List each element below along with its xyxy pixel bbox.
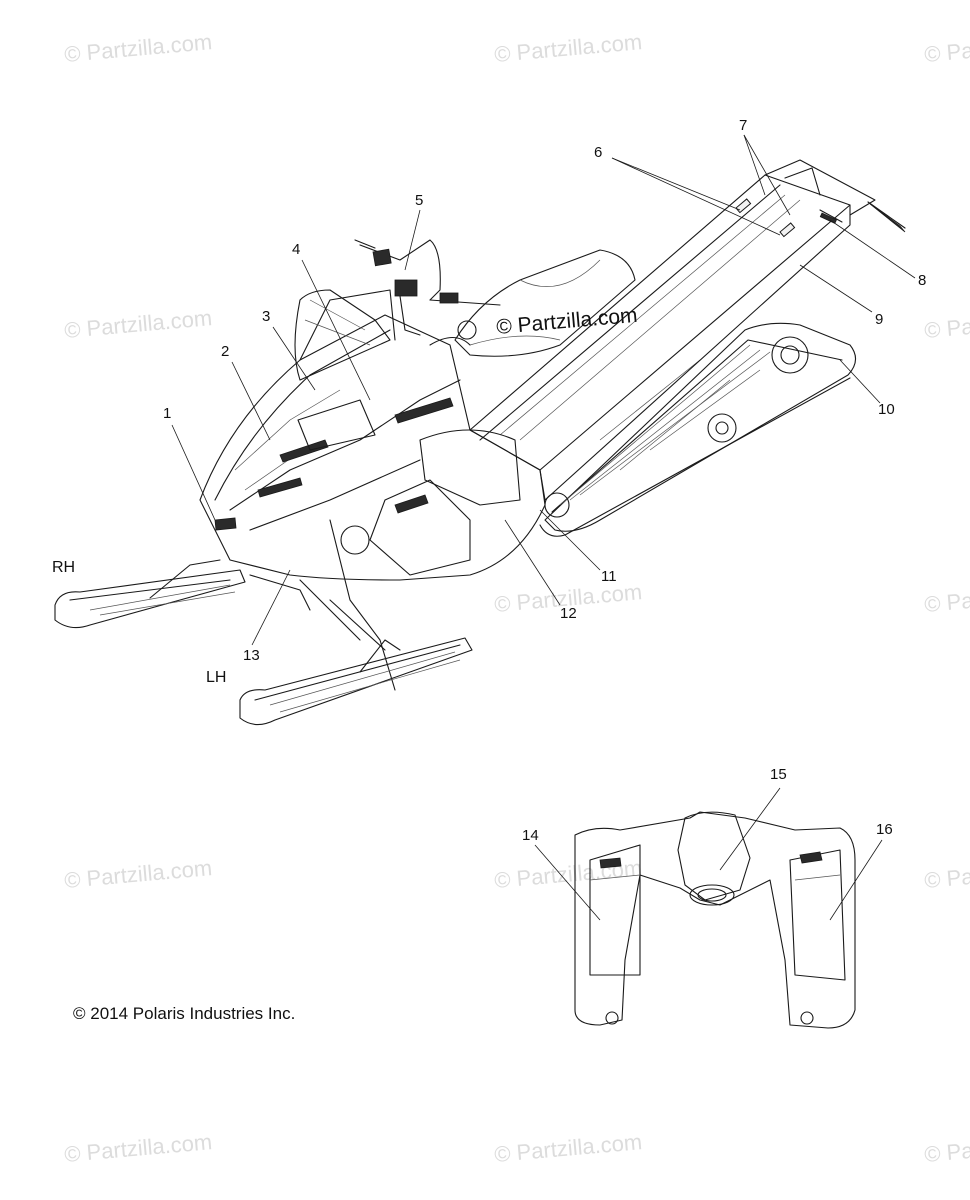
callout-5: 5 (415, 192, 423, 209)
watermark: © Partzilla.com (63, 305, 213, 343)
callout-9: 9 (875, 311, 883, 328)
handlebars (354, 239, 501, 336)
callout-8: 8 (918, 272, 926, 289)
watermark: © Partzilla.com (923, 29, 970, 67)
copyright-notice: © 2014 Polaris Industries Inc. (73, 1004, 295, 1023)
callout-4: 4 (292, 241, 300, 258)
callout-labels: 1 2 3 4 5 6 7 8 9 10 11 12 13 14 15 16 (163, 117, 926, 844)
callout-14: 14 (522, 827, 539, 844)
watermark: © Partzilla.com (493, 1129, 643, 1167)
callout-7: 7 (739, 117, 747, 134)
center-watermark: © Partzilla.com (495, 304, 638, 339)
callout-11: 11 (601, 568, 617, 585)
watermark: © Partzilla.com (923, 579, 970, 617)
callout-12: 12 (560, 605, 577, 622)
watermark: © Partzilla.com (493, 29, 643, 67)
watermark: © Partzilla.com (63, 29, 213, 67)
watermark: © Partzilla.com (923, 855, 970, 893)
side-label-rh: RH (52, 559, 75, 576)
watermark: © Partzilla.com (923, 1129, 970, 1167)
callout-3: 3 (262, 308, 270, 325)
leader-lines (171, 134, 916, 921)
side-label-lh: LH (206, 669, 226, 686)
callout-1: 1 (163, 405, 171, 422)
windshield (294, 289, 391, 381)
front-suspension (249, 519, 396, 691)
watermark: © Partzilla.com (63, 1129, 213, 1167)
snowmobile-illustration (54, 159, 906, 726)
callout-13: 13 (243, 647, 260, 664)
body-panels (199, 289, 546, 581)
callout-2: 2 (221, 343, 229, 360)
callout-15: 15 (770, 766, 787, 783)
callout-6: 6 (594, 144, 602, 161)
ski-lh (239, 637, 473, 726)
seat (454, 249, 636, 357)
watermark: © Partzilla.com (923, 305, 970, 343)
callout-10: 10 (878, 401, 895, 418)
watermark: © Partzilla.com (63, 855, 213, 893)
callout-16: 16 (876, 821, 893, 838)
ski-rh (54, 559, 246, 629)
inset-hood-view (574, 811, 856, 1029)
